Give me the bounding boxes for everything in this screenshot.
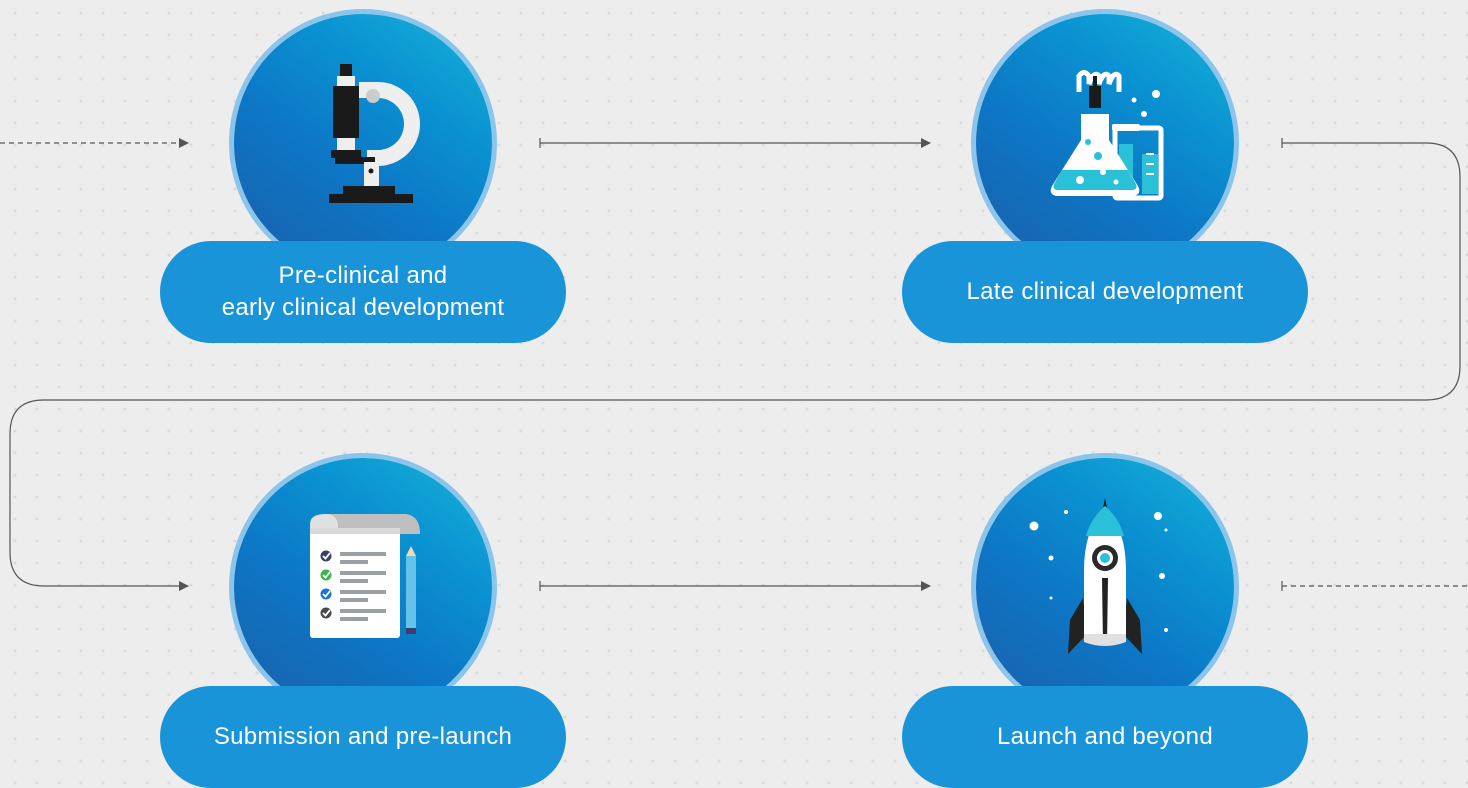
checklist-icon — [310, 514, 420, 638]
microscope-icon — [329, 64, 420, 203]
lab-flask-icon — [1050, 70, 1164, 201]
stage-label-line: Submission and pre-launch — [213, 723, 513, 750]
loop-connector-stage2-to-stage3 — [9, 142, 1461, 591]
rocket-icon — [1029, 498, 1168, 654]
stage-label-line: Pre-clinical and — [278, 262, 448, 289]
stage-label-line: Late clinical development — [966, 278, 1244, 305]
stage-circle-launch — [976, 458, 1234, 716]
stage-label-pre-clinical: Pre-clinical and early clinical developm… — [160, 241, 566, 343]
stage-label-late-clinical: Late clinical development — [902, 241, 1308, 343]
stage-label-line: Launch and beyond — [997, 723, 1213, 750]
stage-circle-late-clinical — [976, 14, 1234, 272]
stage-circle-submission — [234, 458, 492, 716]
stage-label-line: early clinical development — [221, 294, 505, 321]
stage-circle-pre-clinical — [234, 14, 492, 272]
stage-label-submission: Submission and pre-launch — [160, 686, 566, 788]
stage-label-launch: Launch and beyond — [902, 686, 1308, 788]
